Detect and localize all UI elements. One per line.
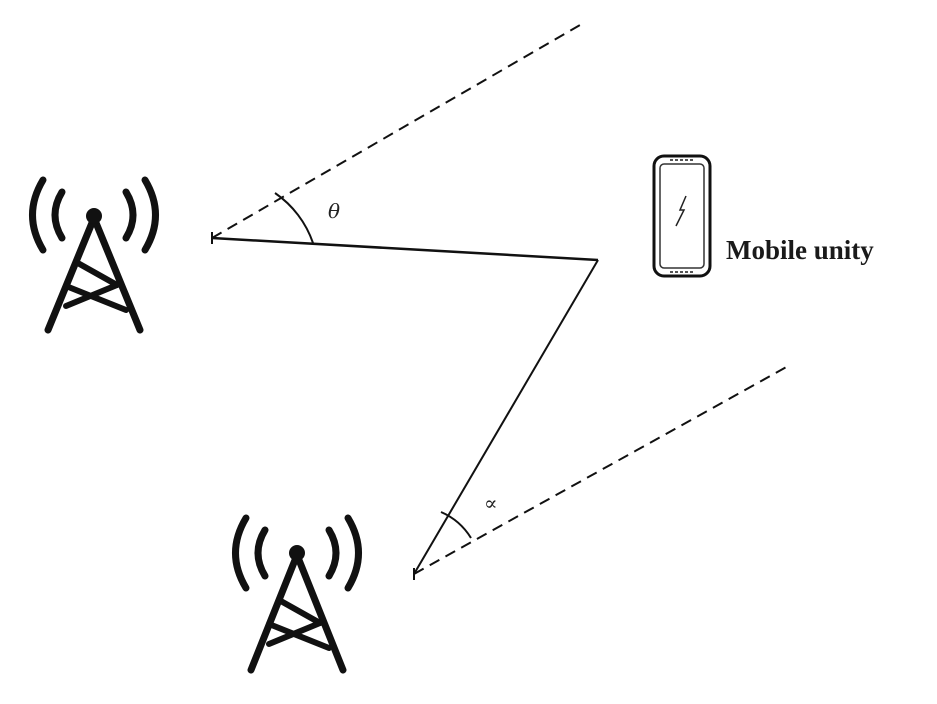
angle-arc-theta xyxy=(274,192,314,244)
bearing-line-bottom xyxy=(413,259,599,575)
mobile-unit-label: Mobile unity xyxy=(726,235,874,265)
angle-arc-alpha xyxy=(440,511,472,539)
mobile-phone-icon xyxy=(652,154,712,278)
cell-tower-icon xyxy=(232,514,362,674)
bearing-line-top xyxy=(211,236,599,262)
angle-theta-label: θ xyxy=(328,199,340,223)
reference-line-bottom xyxy=(413,364,791,575)
cell-tower-icon xyxy=(29,176,159,334)
reference-line-top xyxy=(211,24,581,239)
angle-alpha-label: ∝ xyxy=(484,491,498,515)
